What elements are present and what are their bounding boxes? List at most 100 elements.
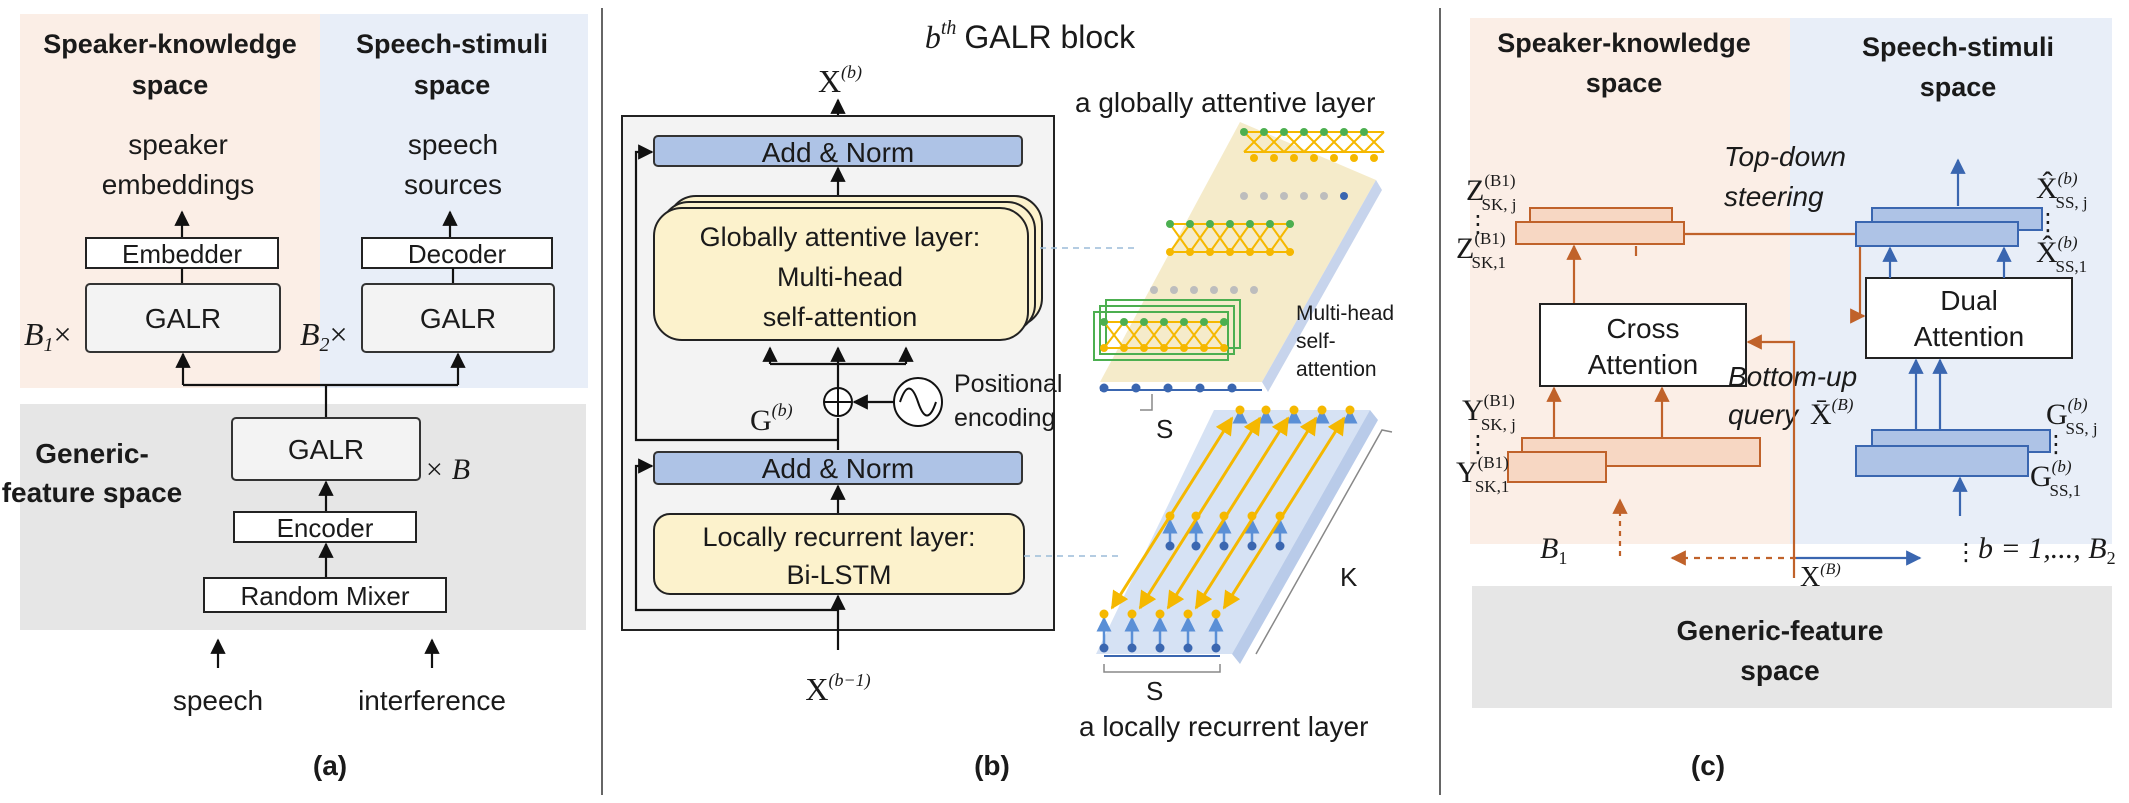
decoder-label: Decoder xyxy=(408,239,507,269)
mhsa-label-3: attention xyxy=(1296,358,1377,381)
interference-input-label: interference xyxy=(358,685,506,716)
c-speaker-space-label: Speaker-knowledge xyxy=(1497,28,1751,58)
cross-attention-box xyxy=(1539,303,1747,387)
z-dots: ⋮ xyxy=(1466,211,1490,238)
bottom-add-norm-box xyxy=(653,451,1023,485)
c-xb-label: X(B) xyxy=(1800,561,1841,593)
random-mixer-box xyxy=(203,577,447,613)
y-bottom-bar xyxy=(1507,451,1607,483)
bottomup-label-2: query xyxy=(1728,399,1800,430)
top-add-norm-label: Add & Norm xyxy=(762,137,915,168)
xbar-label: X̄(B) xyxy=(1810,395,1854,431)
generic-galr-label: GALR xyxy=(288,434,364,465)
c-stimuli-space-label-2: space xyxy=(1920,72,1997,102)
positional-encoding-label: Positional xyxy=(954,370,1062,398)
ga-grey-nodes xyxy=(1150,192,1348,294)
ga-title: a globally attentive layer xyxy=(1075,87,1375,118)
z-top-label: Z(B1)SK, j xyxy=(1466,171,1516,214)
random-mixer-label: Random Mixer xyxy=(240,581,409,611)
speaker-space-label-2: space xyxy=(132,70,209,100)
stimuli-space-label-2: space xyxy=(414,70,491,100)
c-generic-space-bg xyxy=(1472,586,2112,708)
panel-a: Speaker-knowledge space Speech-stimuli s… xyxy=(2,14,588,781)
xhat-top-label: X̂(b)SS, j xyxy=(2036,169,2088,212)
c-stimuli-space-label: Speech-stimuli xyxy=(1862,32,2054,62)
g-dots: ⋮ xyxy=(2044,431,2068,458)
dual-attention-box xyxy=(1865,277,2073,359)
topdown-label-2: steering xyxy=(1724,181,1824,212)
bottomup-label: Bottom-up xyxy=(1728,361,1857,392)
input-x-label: X(b−1) xyxy=(805,670,870,707)
embedder-label: Embedder xyxy=(122,239,242,269)
positional-encoding-label-2: encoding xyxy=(954,404,1055,432)
speaker-embeddings-label: speaker xyxy=(128,129,228,160)
g-label: G(b) xyxy=(750,400,793,437)
ga-side xyxy=(1262,180,1382,392)
encoder-label: Encoder xyxy=(277,513,374,543)
b-multiplier: × B xyxy=(424,453,470,486)
topdown-label: Top-down xyxy=(1724,141,1846,172)
g-bottom-label: G(b)SS,1 xyxy=(2030,457,2081,500)
b1-multiplier: B1× xyxy=(24,316,72,356)
cross-attention-label-2: Attention xyxy=(1588,349,1699,380)
cross-attention-label: Cross xyxy=(1606,313,1679,344)
z-bottom-bar xyxy=(1515,221,1685,245)
g-top-label: G(b)SS, j xyxy=(2046,395,2098,438)
dual-attention-label-2: Attention xyxy=(1914,321,2025,352)
generic-space-label: Generic- xyxy=(35,438,149,469)
generic-space-label-2: feature space xyxy=(2,477,183,508)
caption-b: (b) xyxy=(974,750,1010,781)
y-top-label: Y(B1)SK, j xyxy=(1462,391,1516,434)
b-dots: ⋮ xyxy=(1954,539,1978,566)
y-bottom-label: Y(B1)SK,1 xyxy=(1456,453,1509,496)
c-generic-space-label: Generic-feature xyxy=(1677,615,1884,646)
b-range-label: b = 1,..., B2 xyxy=(1978,532,2116,568)
ga-layer-label-3: self-attention xyxy=(763,302,918,332)
lr-plane xyxy=(1096,410,1370,654)
encoder-box xyxy=(233,511,417,543)
lr-layer-label-2: Bi-LSTM xyxy=(786,560,891,590)
speaker-space-label: Speaker-knowledge xyxy=(43,29,297,59)
mhsa-label-1: Multi-head xyxy=(1296,302,1394,325)
panel-c: Speaker-knowledge space Speech-stimuli s… xyxy=(1456,18,2116,781)
output-x-label: X(b) xyxy=(818,62,862,99)
lr-s-label: S xyxy=(1146,676,1163,706)
b2-multiplier: B2× xyxy=(300,316,348,356)
lr-bilstm-arrows xyxy=(1110,416,1346,610)
dual-attention-label: Dual xyxy=(1940,285,1998,316)
ga-bottom-layer xyxy=(1099,318,1237,393)
xhat-bottom-bar xyxy=(1855,221,2019,247)
c-b1-label: B1 xyxy=(1540,532,1567,568)
lr-title: a locally recurrent layer xyxy=(1079,711,1368,742)
bottom-add-norm-label: Add & Norm xyxy=(762,453,915,484)
ga-s-label: S xyxy=(1156,414,1173,444)
speaker-galr-label: GALR xyxy=(145,303,221,334)
z-bottom-label: Z(B1)SK,1 xyxy=(1456,229,1506,272)
c-generic-space-label-2: space xyxy=(1740,655,1819,686)
lr-layer-label-1: Locally recurrent layer: xyxy=(702,522,975,552)
speech-sources-label-2: sources xyxy=(404,169,502,200)
decoder-box xyxy=(361,237,553,269)
caption-c: (c) xyxy=(1691,750,1725,781)
ga-mid-layer xyxy=(1166,220,1294,256)
speech-input-label: speech xyxy=(173,685,263,716)
lr-k-label: K xyxy=(1340,562,1358,592)
caption-a: (a) xyxy=(313,750,347,781)
stimuli-galr-label: GALR xyxy=(420,303,496,334)
stimuli-space-label: Speech-stimuli xyxy=(356,29,548,59)
c-speaker-space-label-2: space xyxy=(1586,68,1663,98)
ga-top-layer xyxy=(1240,128,1385,162)
stimuli-galr-box xyxy=(361,283,555,353)
g-bottom-bar xyxy=(1855,445,2029,477)
xhat-bottom-label: X̂(b)SS,1 xyxy=(2036,233,2087,276)
lr-layer-box xyxy=(653,513,1025,595)
speaker-embeddings-label-2: embeddings xyxy=(102,169,255,200)
generic-galr-box xyxy=(231,417,421,481)
ga-layer-label-2: Multi-head xyxy=(777,262,903,292)
embedder-box xyxy=(85,237,279,269)
speaker-galr-box xyxy=(85,283,281,353)
y-dots: ⋮ xyxy=(1466,431,1490,458)
ga-layer-box xyxy=(653,207,1029,341)
